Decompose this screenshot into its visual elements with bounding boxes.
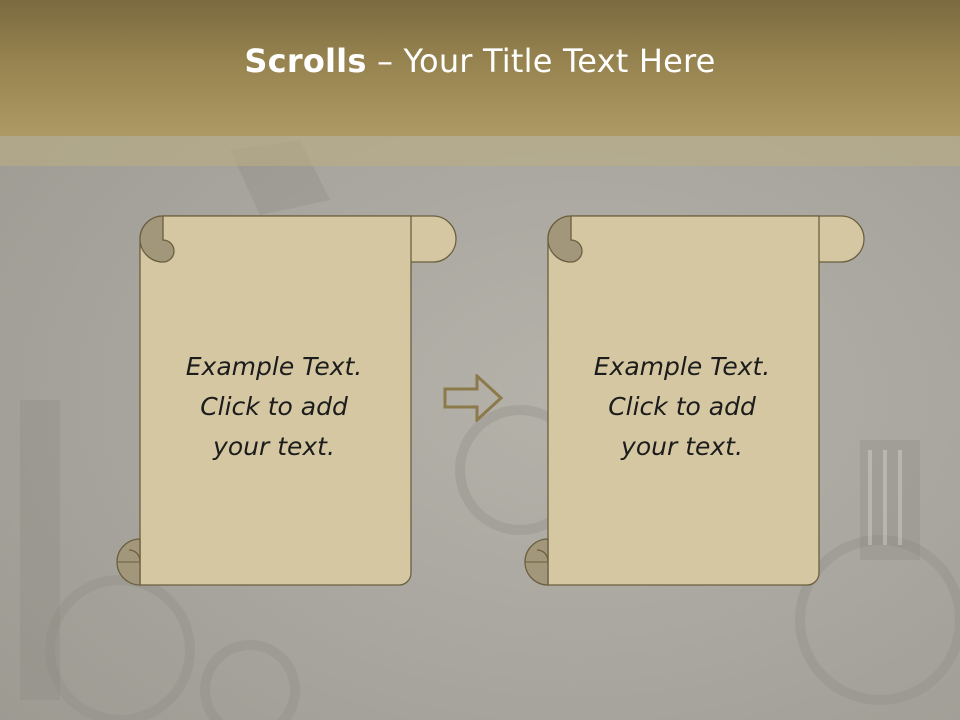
scroll-text-line: your text. [213, 432, 335, 461]
header-strip [0, 136, 960, 166]
scroll-2[interactable]: Example Text. Click to add your text. [501, 215, 867, 587]
scroll-text-line: Example Text. [185, 352, 363, 381]
parchment-scroll-icon [116, 215, 457, 586]
scroll-text-line: Click to add [608, 392, 756, 421]
title-separator: – [366, 42, 404, 80]
title-bold: Scrolls [244, 42, 367, 80]
slide-title[interactable]: Scrolls – Your Title Text Here [244, 42, 715, 80]
scroll-1[interactable]: Example Text. Click to add your text. [93, 215, 459, 587]
right-arrow-outline-icon [443, 374, 504, 422]
scroll-text-line: Example Text. [593, 352, 771, 381]
parchment-scroll-icon [524, 215, 865, 586]
scroll-text-line: your text. [621, 432, 743, 461]
title-bar: Scrolls – Your Title Text Here [0, 0, 960, 136]
scroll-text-line: Click to add [200, 392, 348, 421]
scroll-text[interactable]: Example Text. Click to add your text. [549, 347, 815, 467]
title-rest: Your Title Text Here [403, 42, 716, 80]
scroll-text[interactable]: Example Text. Click to add your text. [141, 347, 407, 467]
